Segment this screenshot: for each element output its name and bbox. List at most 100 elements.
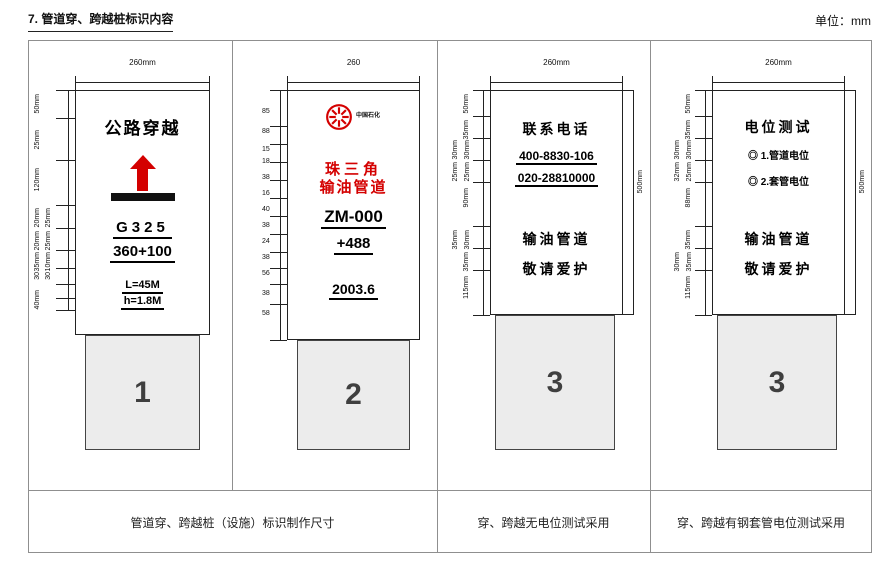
marker-date: 2003.6 xyxy=(288,281,419,300)
dim-line xyxy=(75,82,210,83)
dim-label: 90mm xyxy=(463,188,470,208)
dim-label: 10mm xyxy=(45,252,52,272)
dim-ladder xyxy=(280,90,281,340)
dim-label: 40mm xyxy=(34,290,41,310)
dim-tick xyxy=(270,126,287,127)
dim-label: 35mm xyxy=(463,252,470,272)
dim-label: 16 xyxy=(262,190,270,197)
dim-label: 20mm xyxy=(34,208,41,228)
dim-ladder xyxy=(705,90,706,315)
dim-tick xyxy=(56,228,75,229)
dim-tick xyxy=(473,138,490,139)
dim-tick xyxy=(473,182,490,183)
dim-tick xyxy=(845,90,855,91)
dim-tick xyxy=(56,284,75,285)
caption-steel-casing: 穿、跨越有钢套管电位测试采用 xyxy=(676,515,845,530)
dim-label: 50mm xyxy=(34,94,41,114)
stake-number: 360+100 xyxy=(76,243,209,263)
dim-tick xyxy=(623,314,633,315)
dim-label: 35mm xyxy=(463,120,470,140)
dim-tick xyxy=(270,234,287,235)
dim-tick xyxy=(419,76,420,90)
phone-1: 400-8830-106 xyxy=(491,149,622,166)
dim-tick xyxy=(473,160,490,161)
dim-label: 56 xyxy=(262,270,270,277)
dim-label: 25mm xyxy=(45,208,52,228)
caption-make-size: 管道穿、跨越桩（设施）标识制作尺寸 xyxy=(130,515,335,530)
dim-label: 18 xyxy=(262,158,270,165)
dim-tick xyxy=(75,76,76,90)
crossing-length: L=45M xyxy=(76,279,209,295)
arrow-stem xyxy=(137,169,148,191)
pipeline-label: 输油管道 xyxy=(744,231,813,247)
dim-tick xyxy=(270,144,287,145)
panel4-top-dim: 260mm xyxy=(765,58,792,67)
page-title: 7. 管道穿、跨越桩标识内容 xyxy=(28,10,174,32)
dim-label: 25mm xyxy=(464,162,471,182)
panel3-top-dim: 260mm xyxy=(543,58,570,67)
dim-label: 30 xyxy=(45,272,52,280)
dim-tick xyxy=(623,90,633,91)
dim-label: 30mm xyxy=(464,230,471,250)
dim-tick xyxy=(270,268,287,269)
dim-label: 20mm xyxy=(34,231,41,251)
dim-label: 38 xyxy=(262,222,270,229)
caption-separator xyxy=(28,490,872,491)
divider-3 xyxy=(650,40,651,553)
marker-code: ZM-000 xyxy=(288,207,419,230)
dim-tick xyxy=(270,162,287,163)
dim-label: 88 xyxy=(262,128,270,135)
dim-tick xyxy=(622,76,623,90)
dim-label: 35mm xyxy=(34,252,41,272)
dim-label: 32mm xyxy=(674,162,681,182)
dim-tick xyxy=(695,248,712,249)
panel3-post: 3 xyxy=(495,315,615,450)
arrow-head xyxy=(129,155,156,169)
dim-label: 15 xyxy=(262,146,270,153)
pipeline-name: 输油管道 xyxy=(319,179,388,196)
dim-tick xyxy=(695,226,712,227)
dim-label: 30mm xyxy=(674,140,681,160)
dim-tick xyxy=(473,226,490,227)
dim-label: 35mm xyxy=(686,252,693,272)
dim-tick xyxy=(287,76,288,90)
pipeline-label: 输油管道 xyxy=(522,231,591,247)
dim-tick xyxy=(712,76,713,90)
dim-tick xyxy=(844,76,845,90)
dim-label: 88mm xyxy=(685,188,692,208)
dim-ladder xyxy=(68,90,69,310)
dim-tick xyxy=(473,90,490,91)
dim-tick xyxy=(56,310,75,311)
dim-label: 85 xyxy=(262,108,270,115)
dim-tick xyxy=(209,76,210,90)
dim-tick xyxy=(490,76,491,90)
dim-label: 30 xyxy=(34,272,41,280)
dim-label: 115mm xyxy=(463,276,470,299)
dim-tick xyxy=(473,248,490,249)
dim-tick xyxy=(270,340,287,341)
dim-label: 35mm xyxy=(685,230,692,250)
dim-tick xyxy=(473,270,490,271)
dim-tick xyxy=(695,270,712,271)
panel2-post: 2 xyxy=(297,340,410,450)
right-dim-line xyxy=(855,90,856,315)
phone-2: 020-28810000 xyxy=(491,171,622,188)
dim-tick xyxy=(695,138,712,139)
panel1-post: 1 xyxy=(85,335,200,450)
dim-tick xyxy=(270,216,287,217)
panel-3: 260mm 50mm 35mm 30mm 30mm 25mm 25mm 90mm… xyxy=(437,40,650,490)
dim-line xyxy=(490,82,623,83)
dim-ladder xyxy=(483,90,484,315)
dim-tick xyxy=(56,250,75,251)
dim-tick xyxy=(845,314,855,315)
sinopec-logo: 中国石化 xyxy=(288,103,419,131)
dim-tick xyxy=(270,198,287,199)
dim-label: 50mm xyxy=(685,94,692,114)
dim-label: 25mm xyxy=(34,130,41,150)
dim-label: 30mm xyxy=(674,252,681,272)
dim-label: 40 xyxy=(262,206,270,213)
dim-tick xyxy=(270,252,287,253)
road-code: G325 xyxy=(76,219,209,239)
panel-4: 260mm 50mm 35mm 30mm 30mm 32mm 25mm 88mm… xyxy=(650,40,872,490)
